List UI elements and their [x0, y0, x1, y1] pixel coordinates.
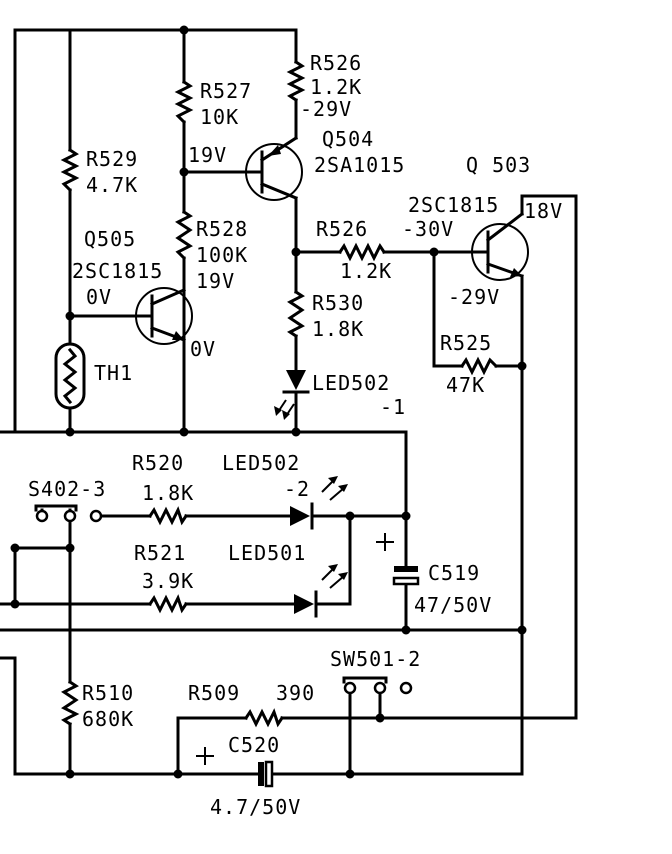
led502-1 [274, 370, 310, 420]
r521-ref: R521 [134, 541, 186, 565]
switch-sw501-2 [342, 676, 413, 695]
r529-value: 4.7K [86, 173, 138, 197]
led502-2 [290, 476, 348, 530]
r529-ref: R529 [86, 147, 138, 171]
transistor-q503 [471, 211, 529, 281]
junction-dots [10, 25, 527, 779]
q504-base-volt: 19V [188, 143, 227, 167]
led502-2-suffix: -2 [284, 477, 310, 501]
q503-volt-c: 18V [524, 199, 563, 223]
r526-top-value: 1.2K [310, 75, 362, 99]
switch-s402-3 [34, 504, 103, 523]
r527-ref: R527 [200, 79, 252, 103]
q505-volt-b: 0V [86, 285, 112, 309]
r528-ref: R528 [196, 217, 248, 241]
r510-value: 680K [82, 707, 134, 731]
r527-value: 10K [200, 105, 239, 129]
r526-mid-value: 1.2K [340, 259, 392, 283]
led502-1-suffix: -1 [380, 395, 406, 419]
r526-mid-ref: R526 [316, 217, 368, 241]
r525-ref: R525 [440, 331, 492, 355]
c520-value: 4.7/50V [210, 795, 301, 819]
resistor-r530 [287, 289, 305, 339]
capacitor-c520 [196, 747, 274, 788]
resistor-r526-mid [337, 242, 387, 262]
resistor-r510 [61, 679, 80, 727]
led502-1-ref: LED502 [312, 371, 390, 395]
q504-ref: Q504 [322, 127, 374, 151]
wires [0, 28, 578, 776]
q505-ref: Q505 [84, 227, 136, 251]
r509-value: 390 [276, 681, 315, 705]
r526-top-volt: -29V [300, 97, 352, 121]
q505-part: 2SC1815 [72, 259, 163, 283]
led501 [294, 564, 348, 618]
resistor-r509 [243, 708, 285, 728]
led501-ref: LED501 [228, 541, 306, 565]
resistor-r526-top [286, 59, 306, 103]
q503-ref: Q 503 [466, 153, 531, 177]
resistor-r527 [174, 79, 194, 125]
r525-value: 47K [446, 373, 485, 397]
th1-ref: TH1 [94, 361, 133, 385]
r526-top-ref: R526 [310, 51, 362, 75]
r526-mid-volt: -30V [402, 217, 454, 241]
r530-ref: R530 [312, 291, 364, 315]
transistor-q505 [135, 287, 193, 345]
q504-part: 2SA1015 [314, 153, 405, 177]
r528-volt: 19V [196, 269, 235, 293]
led502-2-ref: LED502 [222, 451, 300, 475]
resistor-r525 [459, 356, 499, 376]
thermistor-th1 [54, 342, 86, 410]
c519-ref: C519 [428, 561, 480, 585]
r510-ref: R510 [82, 681, 134, 705]
s402-3-ref: S402-3 [28, 477, 106, 501]
resistor-r520 [147, 506, 189, 526]
q503-part: 2SC1815 [408, 193, 499, 217]
resistor-r529 [60, 147, 80, 193]
r520-value: 1.8K [142, 481, 194, 505]
resistor-r521 [147, 594, 189, 614]
r509-ref: R509 [188, 681, 240, 705]
q505-volt-e: 0V [190, 337, 216, 361]
transistor-q504 [245, 135, 303, 201]
labels: R526 1.2K -29V R527 10K Q504 2SA1015 Q 5… [28, 51, 563, 819]
sw501-2-ref: SW501-2 [330, 647, 421, 671]
c520-ref: C520 [228, 733, 280, 757]
c519-value: 47/50V [414, 593, 492, 617]
r528-value: 100K [196, 243, 248, 267]
q503-volt-e: -29V [448, 285, 500, 309]
r530-value: 1.8K [312, 317, 364, 341]
capacitor-c519 [376, 533, 420, 586]
r521-value: 3.9K [142, 569, 194, 593]
r520-ref: R520 [132, 451, 184, 475]
resistor-r528 [175, 209, 193, 261]
